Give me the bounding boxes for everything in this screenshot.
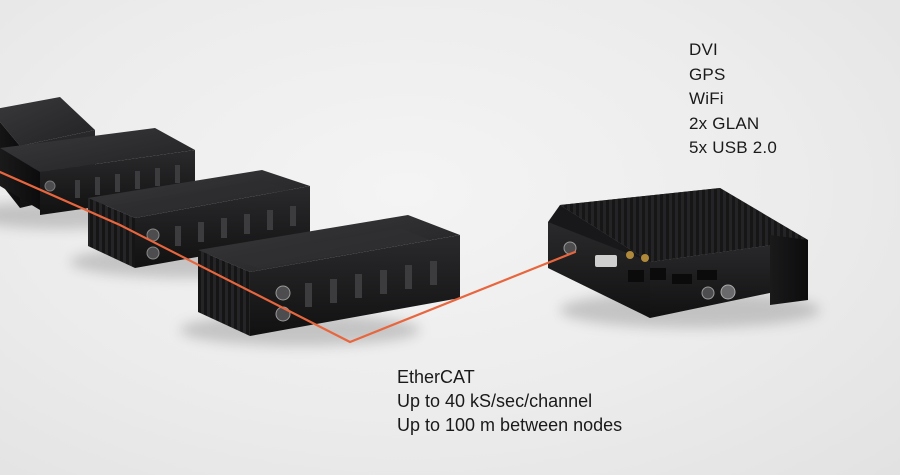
feature-node-distance: Up to 100 m between nodes <box>397 415 623 435</box>
io-module-middle <box>88 170 310 268</box>
controller-feature-list: DVI GPS WiFi 2x GLAN 5x USB 2.0 <box>689 38 777 161</box>
feature-dvi: DVI <box>689 40 718 59</box>
controller-unit <box>548 188 808 318</box>
ethercat-cable <box>0 170 577 344</box>
usb-port-icon <box>697 270 717 280</box>
feature-ethercat: EtherCAT <box>397 367 475 387</box>
gps-antenna-port-icon <box>626 251 634 259</box>
glan-port-icon <box>650 268 666 280</box>
feature-wifi: WiFi <box>689 89 724 108</box>
dvi-port-icon <box>595 255 617 267</box>
feature-sample-rate: Up to 40 kS/sec/channel <box>397 391 593 411</box>
feature-usb: 5x USB 2.0 <box>689 138 777 157</box>
feature-glan: 2x GLAN <box>689 113 760 133</box>
wifi-antenna-port-icon <box>641 254 649 262</box>
network-feature-list: EtherCAT Up to 40 kS/sec/channel Up to 1… <box>397 365 622 437</box>
io-module-middle-left <box>0 128 195 215</box>
feature-gps: GPS <box>689 64 726 84</box>
